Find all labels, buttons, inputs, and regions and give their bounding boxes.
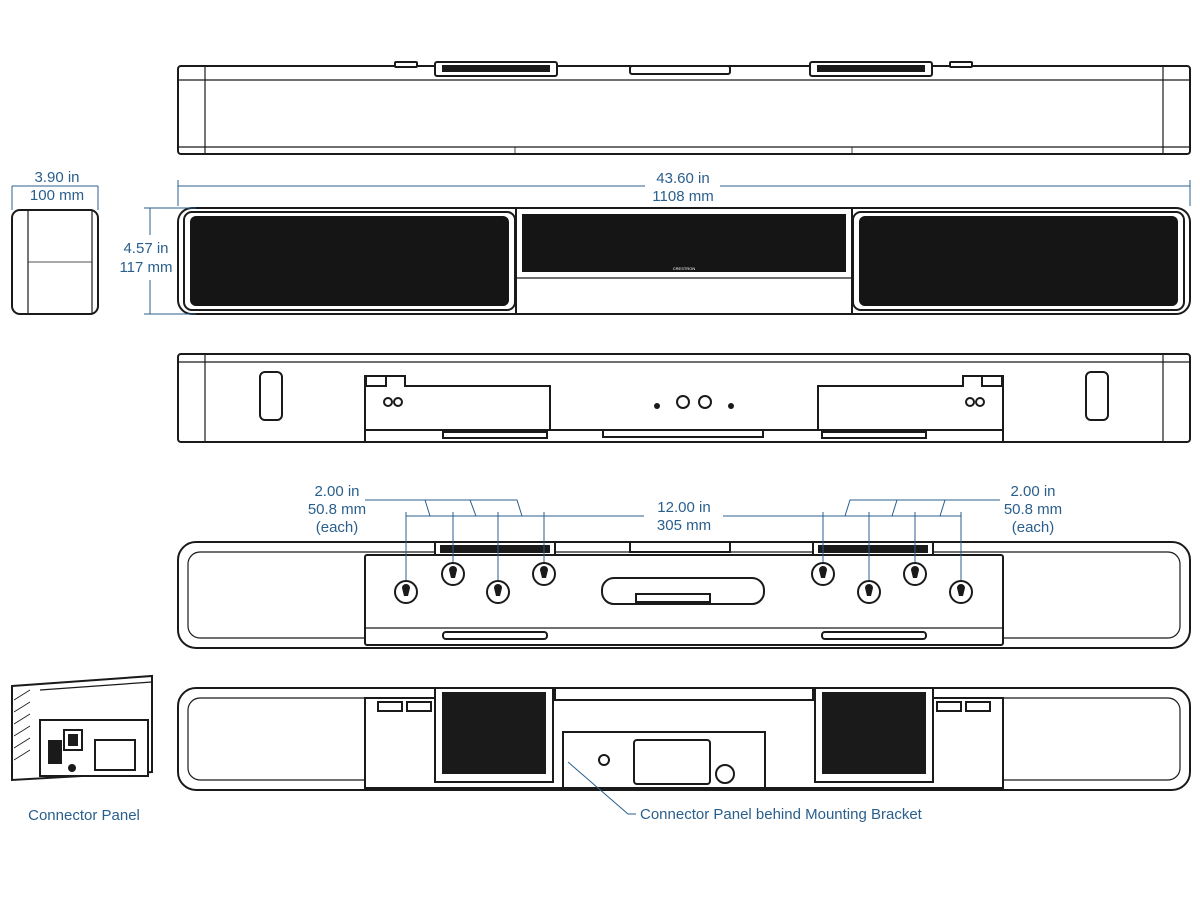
keyhole-mount — [857, 580, 881, 604]
top-view — [177, 61, 1191, 155]
keyhole-mount — [811, 562, 835, 586]
left-spacing-mm: 50.8 mm — [308, 501, 366, 518]
rear-view — [177, 353, 1191, 443]
left-spacing-inches: 2.00 in — [314, 483, 359, 500]
keyhole-mount — [903, 562, 927, 586]
front-view: CRESTRON — [177, 207, 1191, 315]
depth-inches: 3.90 in — [34, 169, 79, 186]
height-inches: 4.57 in — [123, 240, 168, 257]
bottom-view — [177, 541, 1191, 649]
bottom-view-no-bracket — [177, 687, 1191, 815]
height-mm: 117 mm — [119, 259, 172, 276]
connector-panel-label: Connector Panel — [28, 807, 140, 824]
right-spacing-inches: 2.00 in — [1010, 483, 1055, 500]
connector-panel-behind-label: Connector Panel behind Mounting Bracket — [640, 806, 923, 823]
height-dimension-lines — [144, 207, 196, 315]
keyhole-mount — [949, 580, 973, 604]
depth-mm: 100 mm — [30, 187, 84, 204]
depth-dimension-lines — [11, 185, 99, 210]
right-spacing-note: (each) — [1012, 519, 1055, 536]
brand-mark: CRESTRON — [673, 266, 696, 271]
side-view — [11, 209, 99, 315]
keyhole-mount — [486, 580, 510, 604]
center-spacing-inches: 12.00 in — [657, 499, 710, 516]
width-mm: 1108 mm — [652, 188, 713, 205]
keyhole-mount — [394, 580, 418, 604]
width-dimension-lines — [177, 180, 1191, 206]
width-inches: 43.60 in — [656, 170, 709, 187]
right-spacing-mm: 50.8 mm — [1004, 501, 1062, 518]
slot-spacing-dimension-lines — [365, 499, 1000, 580]
center-spacing-mm: 305 mm — [657, 517, 711, 534]
connector-panel-inset — [11, 674, 153, 782]
connector-panel-hatch — [562, 731, 766, 789]
keyhole-mount — [532, 562, 556, 586]
left-spacing-note: (each) — [316, 519, 359, 536]
keyhole-mount — [441, 562, 465, 586]
